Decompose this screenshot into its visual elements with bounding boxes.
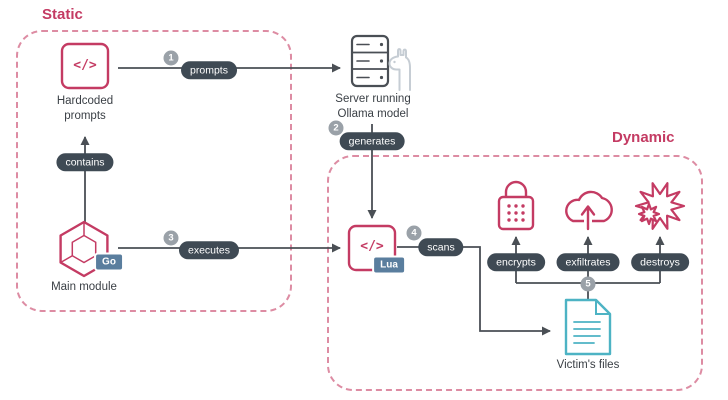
step-1-circle: 1 [163,50,179,66]
llama-icon [388,48,411,91]
lua-badge: Lua [372,255,406,275]
pill-executes: executes [178,241,240,259]
hardcoded-prompts-label: Hardcoded prompts [56,95,114,122]
pill-contains: contains [56,153,114,171]
pill-exfiltrates: exfiltrates [556,253,620,271]
static-title: Static [42,6,83,23]
code-glyph: </> [73,58,97,73]
server-label: Server running Ollama model [335,93,411,120]
victims-files-label: Victim's files [556,359,620,371]
step-2-circle: 2 [328,120,344,136]
step-5-circle: 5 [580,276,596,292]
pill-encrypts: encrypts [487,253,545,271]
static-group-box [16,30,292,312]
dynamic-group-box [327,155,703,391]
dynamic-title: Dynamic [612,129,675,146]
go-badge: Go [94,252,124,272]
pill-generates: generates [339,132,405,150]
server-icon [350,34,390,88]
pill-destroys: destroys [631,253,689,271]
step-3-circle: 3 [163,230,179,246]
pill-scans: scans [418,238,464,256]
pill-prompts: prompts [181,61,237,79]
main-module-label: Main module [51,281,117,293]
code-glyph: </> [360,239,384,254]
step-4-circle: 4 [406,225,422,241]
